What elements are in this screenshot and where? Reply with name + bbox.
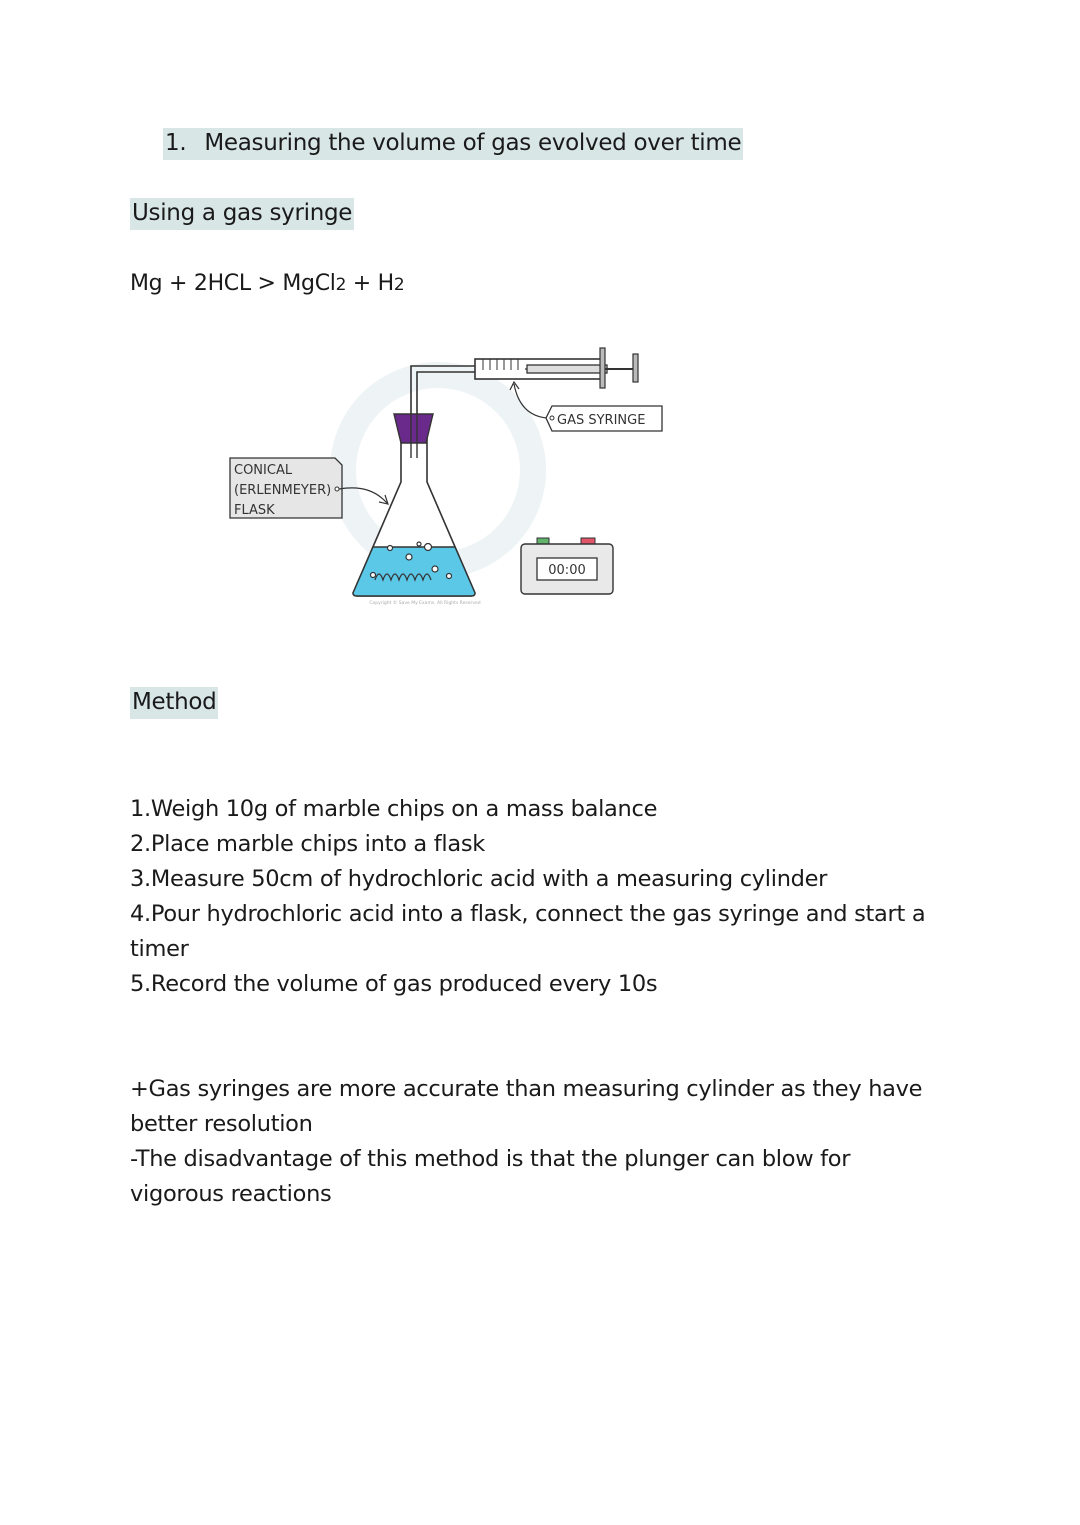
conical-flask — [352, 438, 476, 597]
acid-liquid — [352, 546, 476, 597]
heading-text: Measuring the volume of gas evolved over… — [204, 130, 742, 156]
timer-display: 00:00 — [548, 563, 585, 578]
method-steps: 1.Weigh 10g of marble chips on a mass ba… — [130, 792, 950, 1002]
svg-text:GAS SYRINGE: GAS SYRINGE — [557, 413, 645, 428]
section-heading: 1. Measuring the volume of gas evolved ov… — [163, 128, 744, 160]
subheading-gas-syringe: Using a gas syringe — [130, 198, 355, 230]
syringe-label-arrow — [513, 383, 548, 419]
marble-chips — [374, 573, 432, 582]
diagram-copyright: Copyright © Save My Exams. All Rights Re… — [369, 599, 480, 606]
svg-text:(ERLENMEYER): (ERLENMEYER) — [234, 483, 331, 498]
timer-red-button — [580, 537, 596, 545]
gas-syringe-label: GAS SYRINGE — [545, 405, 663, 432]
method-step: 1.Weigh 10g of marble chips on a mass ba… — [130, 796, 658, 822]
method-step: 5.Record the volume of gas produced ever… — [130, 971, 658, 997]
method-step: 2.Place marble chips into a flask — [130, 831, 485, 857]
advantage-note: +Gas syringes are more accurate than mea… — [130, 1076, 923, 1137]
gas-bubbles — [369, 541, 453, 580]
heading-number: 1. — [165, 130, 187, 156]
disadvantage-note: -The disadvantage of this method is that… — [130, 1146, 851, 1207]
timer-green-button — [536, 537, 550, 545]
method-step: 4.Pour hydrochloric acid into a flask, c… — [130, 901, 926, 962]
gas-syringe — [474, 347, 639, 389]
delivery-tube — [410, 365, 475, 426]
flask-label: CONICAL (ERLENMEYER) FLASK — [229, 457, 343, 519]
method-step: 3.Measure 50cm of hydrochloric acid with… — [130, 866, 828, 892]
rubber-stopper — [393, 413, 434, 444]
flask-label-arrow — [338, 487, 388, 504]
apparatus-diagram: GAS SYRINGE CONICAL (ERLENMEYER) FLASK — [229, 347, 663, 606]
chemical-equation: Mg + 2HCL > MgCl2 + H2 — [130, 271, 405, 296]
evaluation-notes: +Gas syringes are more accurate than mea… — [130, 1072, 930, 1212]
subheading-method: Method — [130, 687, 219, 719]
svg-text:FLASK: FLASK — [234, 503, 275, 518]
svg-text:CONICAL: CONICAL — [234, 463, 293, 478]
stopwatch-timer: 00:00 — [520, 537, 614, 595]
